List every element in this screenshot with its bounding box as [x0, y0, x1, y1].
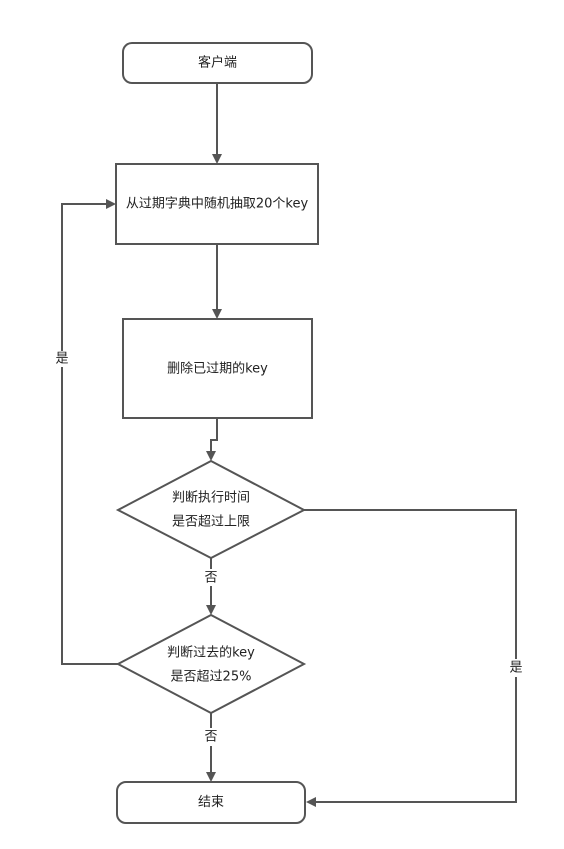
- node-sample-keys: 从过期字典中随机抽取20个key: [115, 163, 319, 245]
- node-sample-keys-label: 从过期字典中随机抽取20个key: [126, 197, 309, 212]
- node-client-label: 客户端: [198, 55, 237, 71]
- arrowhead: [206, 772, 216, 782]
- node-check-ratio-label-line2: 是否超过25%: [171, 670, 252, 685]
- edge-check-time-to-end: [304, 509, 517, 659]
- edge-delete-to-check-time: [210, 418, 218, 452]
- node-end-label: 结束: [198, 795, 224, 810]
- arrowhead: [212, 309, 222, 319]
- arrowhead: [212, 154, 222, 164]
- node-client: 客户端: [122, 42, 313, 84]
- arrowhead: [206, 605, 216, 615]
- edge-check-time-to-end: [316, 677, 517, 803]
- node-check-time-label-line1: 判断执行时间: [172, 491, 250, 506]
- arrowhead: [206, 451, 216, 461]
- arrowhead: [306, 797, 316, 807]
- edge-label-ratio-yes: 是: [55, 352, 68, 367]
- edge-label-time-yes: 是: [509, 661, 522, 676]
- edge-label-time-no: 否: [204, 571, 217, 586]
- node-check-time-label-line2: 是否超过上限: [172, 515, 250, 530]
- arrowhead: [106, 199, 116, 209]
- edges: [61, 83, 517, 807]
- edge-check-ratio-loop-to-sample: [61, 367, 118, 665]
- node-end: 结束: [116, 781, 306, 824]
- edge-check-ratio-loop-to-sample: [61, 203, 106, 351]
- edge-label-ratio-no: 否: [204, 730, 217, 745]
- node-check-ratio: 判断过去的key 是否超过25%: [115, 613, 307, 715]
- node-check-ratio-label-line1: 判断过去的key: [167, 645, 255, 661]
- node-check-time: 判断执行时间 是否超过上限: [115, 459, 307, 560]
- node-delete-expired: 删除已过期的key: [122, 318, 313, 419]
- node-delete-expired-label: 删除已过期的key: [167, 361, 268, 377]
